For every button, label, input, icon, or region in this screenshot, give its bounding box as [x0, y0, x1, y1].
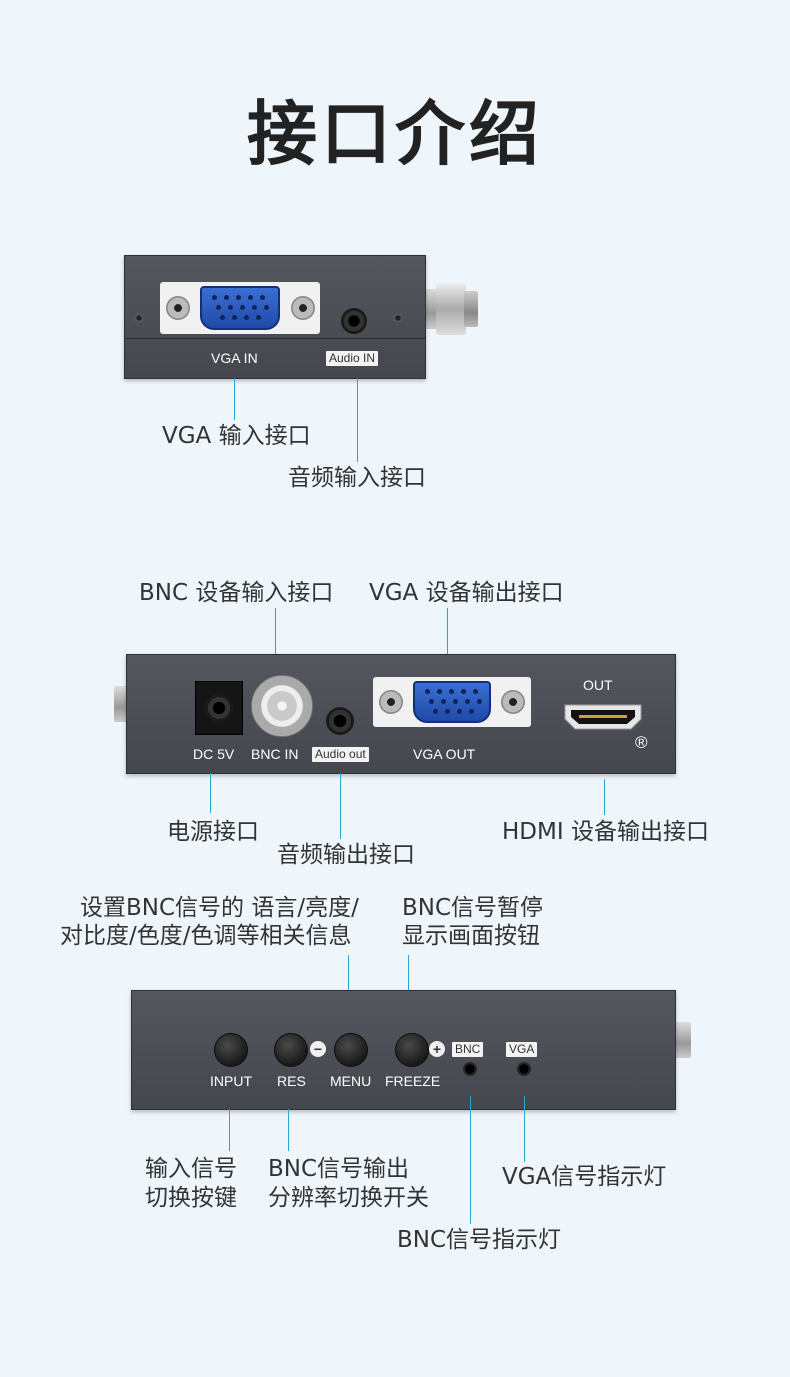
audio-input-callout: 音频输入接口	[288, 465, 426, 491]
audio-out-jack	[326, 707, 354, 735]
freeze-button[interactable]	[395, 1033, 429, 1067]
vga-out-port	[373, 677, 531, 727]
audio-in-jack	[341, 308, 367, 334]
device-front-panel: OUT ® DC 5V BNC IN Audio out VGA OUT	[126, 654, 676, 774]
side-connector-stub	[114, 686, 128, 722]
vga-device-output-callout: VGA 设备输出接口	[369, 580, 564, 606]
hex-nut-icon	[379, 690, 403, 714]
menu-desc-line2: 对比度/色度/色调等相关信息	[60, 923, 352, 949]
bnc-led-callout: BNC信号指示灯	[397, 1227, 562, 1253]
input-desc-line2: 切换按键	[145, 1185, 237, 1211]
minus-icon: −	[310, 1041, 326, 1057]
out-label: OUT	[583, 677, 613, 693]
hdmi-device-output-callout: HDMI 设备输出接口	[502, 819, 709, 845]
vga-in-label: VGA IN	[211, 350, 258, 366]
bnc-device-input-callout: BNC 设备输入接口	[139, 580, 334, 606]
input-desc-line1: 输入信号	[145, 1156, 237, 1182]
vga-input-callout: VGA 输入接口	[162, 423, 311, 449]
screw-icon	[393, 313, 403, 323]
plus-icon: +	[429, 1041, 445, 1057]
res-button[interactable]	[274, 1033, 308, 1067]
vga-in-port	[160, 282, 320, 334]
audio-in-label: Audio IN	[326, 351, 379, 366]
freeze-label: FREEZE	[385, 1073, 441, 1089]
res-desc-line2: 分辨率切换开关	[268, 1185, 429, 1211]
hex-nut-icon	[291, 296, 315, 320]
screw-icon	[134, 313, 144, 323]
hex-nut-icon	[166, 296, 190, 320]
menu-label: MENU	[330, 1073, 372, 1089]
bnc-connector-icon	[420, 283, 478, 335]
audio-output-callout: 音频输出接口	[277, 842, 415, 868]
bnc-indicator-led	[463, 1062, 477, 1076]
vga-indicator-led	[517, 1062, 531, 1076]
vga-led-label: VGA	[506, 1042, 538, 1057]
bnc-in-port	[251, 675, 313, 737]
hex-nut-icon	[501, 690, 525, 714]
device-top-panel: VGA IN Audio IN	[124, 255, 426, 379]
input-button[interactable]	[214, 1033, 248, 1067]
page-title: 接口介绍	[247, 92, 543, 175]
freeze-desc-line1: BNC信号暂停	[402, 895, 544, 921]
audio-out-label: Audio out	[312, 747, 369, 762]
bnc-in-label: BNC IN	[251, 746, 299, 762]
vga-led-callout: VGA信号指示灯	[502, 1164, 667, 1190]
power-callout: 电源接口	[167, 819, 259, 845]
device-control-panel: − + BNC VGA INPUT RES MENU FREEZE	[131, 990, 676, 1110]
freeze-desc-line2: 显示画面按钮	[402, 923, 540, 949]
menu-button[interactable]	[334, 1033, 368, 1067]
side-connector-stub	[671, 1022, 691, 1058]
hdmi-out-port	[563, 703, 643, 731]
menu-desc-line1: 设置BNC信号的 语言/亮度/	[80, 895, 359, 921]
vga-out-label: VGA OUT	[413, 746, 476, 762]
bnc-led-label: BNC	[452, 1042, 484, 1057]
input-label: INPUT	[210, 1073, 252, 1089]
dc-5v-label: DC 5V	[193, 746, 235, 762]
res-desc-line1: BNC信号输出	[268, 1156, 410, 1182]
dc-power-jack	[195, 681, 243, 735]
registered-mark: ®	[635, 733, 648, 752]
res-label: RES	[277, 1073, 306, 1089]
